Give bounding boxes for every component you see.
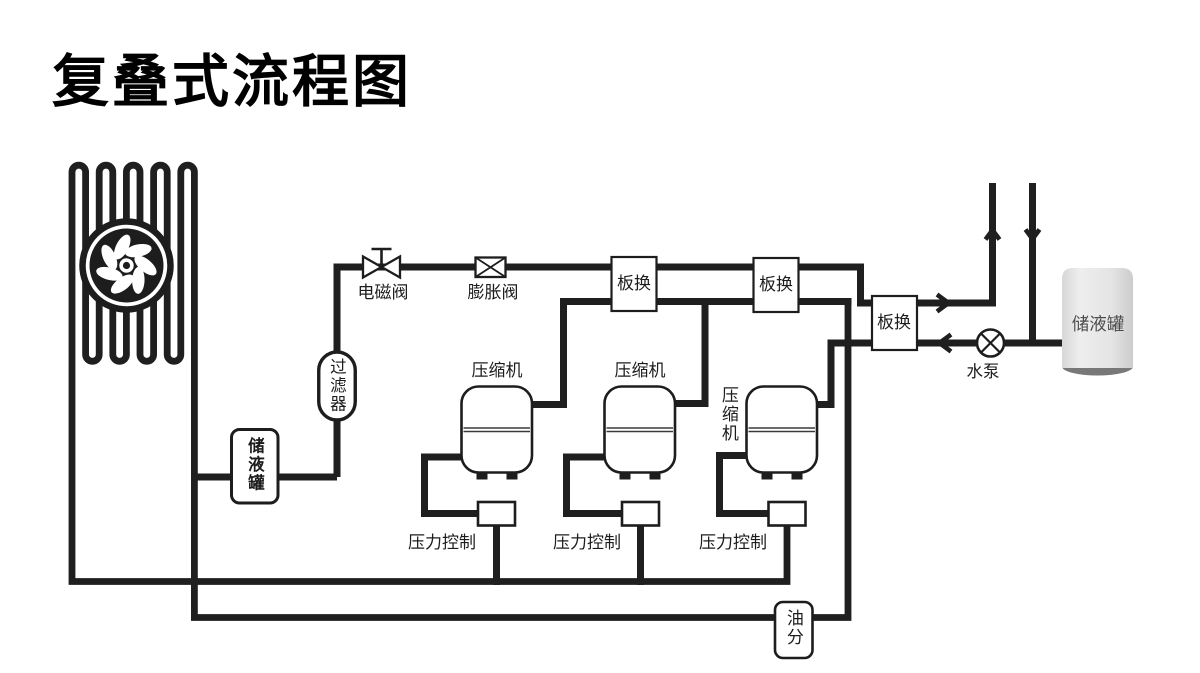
water-pump-icon (975, 328, 1006, 358)
compressor-1-shape (460, 385, 534, 480)
pipe-discharge-line (532, 298, 852, 408)
fan-icon (79, 218, 174, 313)
plate-hx-1-shape (610, 255, 658, 313)
plate-hx-3-shape (870, 294, 919, 352)
pipe-liquid-line (333, 183, 996, 477)
pipe-suction-3 (716, 452, 771, 517)
pipe-suction-1 (421, 453, 480, 517)
pressure-control-1-shape (476, 500, 517, 527)
solenoid-valve-icon (361, 247, 402, 280)
flow-arrows (935, 226, 1042, 354)
pipe-compressor2-discharge (675, 303, 709, 407)
flow-arrow-left (935, 332, 953, 354)
condenser-coil-icon (68, 161, 852, 621)
pipe-water-line (817, 339, 1066, 408)
plate-hx-2-shape (752, 256, 800, 314)
pressure-control-3-shape (767, 500, 807, 527)
pipe-network (68, 161, 1066, 621)
oil-separator-shape (773, 600, 814, 660)
pressure-control-2-shape (620, 500, 661, 527)
expansion-valve-icon (474, 256, 507, 279)
flow-arrow-down (1023, 228, 1042, 243)
receiver-left-shape (230, 428, 280, 505)
filter-shape (317, 350, 357, 422)
receiver-right-shape (1062, 268, 1133, 376)
compressor-2-shape (603, 385, 677, 480)
flow-arrow-right (935, 292, 953, 314)
flow-arrow-up (983, 226, 1002, 241)
pipe-suction-2 (563, 453, 624, 517)
compressor-3-shape (745, 385, 819, 480)
page-title: 复叠式流程图 (52, 50, 412, 114)
